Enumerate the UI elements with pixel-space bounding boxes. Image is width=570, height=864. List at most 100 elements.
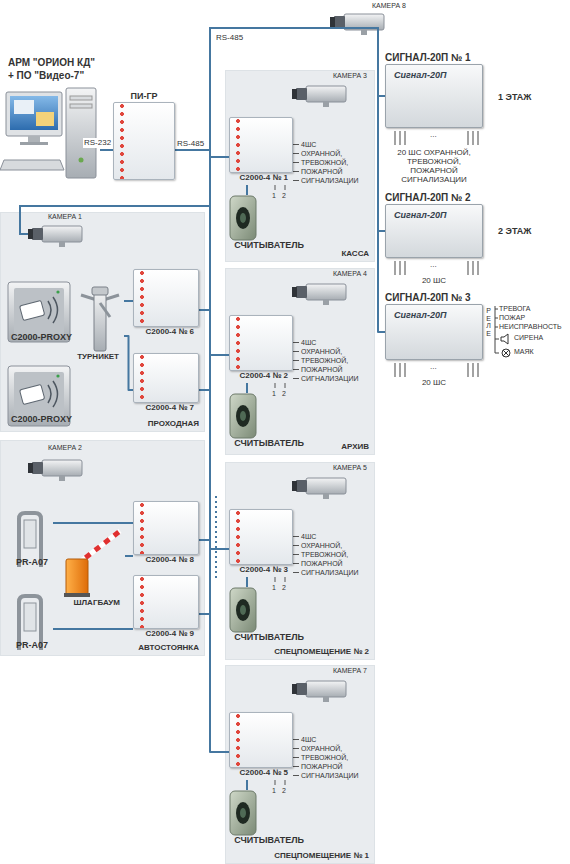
node-text: СИГНАЛ-20П № 2 <box>385 192 483 204</box>
device-face <box>133 575 199 629</box>
room-band: АРХИВ C2000-4 № 2 СЧИТЫВАТЕЛЬ <box>225 268 375 455</box>
bus-connector <box>175 28 385 332</box>
bus-connector <box>246 780 248 790</box>
zone-count: 20 ШС <box>385 276 483 285</box>
bus-connector <box>175 150 210 310</box>
turnstile-symbol <box>81 287 119 351</box>
gate-reader-symbol <box>19 596 41 650</box>
bus-connector <box>175 150 229 157</box>
reader-device: СЧИТЫВАТЕЛЬ <box>229 195 309 253</box>
terminal-number: 2 <box>282 787 286 795</box>
zone-ticks <box>395 363 478 377</box>
relay-output: ПОЖАР <box>499 314 525 322</box>
node-text: + ПО "Видео-7" <box>4 69 100 82</box>
bus-connector <box>246 383 248 393</box>
node-text: C2000-4 № 1 <box>240 173 289 183</box>
room-band: СПЕЦПОМЕЩЕНИЕ № 1 C2000-4 № 5 СЧИТЫВАТЕЛЬ <box>225 665 375 864</box>
camera-label: КАМЕРА 3 <box>333 72 367 80</box>
turnstile: ТУРНИКЕТ <box>79 284 124 364</box>
lamp-symbol <box>502 349 510 357</box>
bus-connector <box>124 300 133 302</box>
node-text: ПИ-ГР <box>113 90 175 102</box>
signal-panel: СИГНАЛ-20П № 1Сигнал-20П <box>385 52 483 128</box>
zone-ticks <box>395 131 478 145</box>
controller-box: C2000-4 № 9 <box>133 575 199 641</box>
reader-device: СЧИТЫВАТЕЛЬ <box>229 393 309 451</box>
node-text: C2000-4 № 8 <box>146 555 195 565</box>
signal-panel: СИГНАЛ-20П № 2Сигнал-20П <box>385 192 483 258</box>
camera-label: КАМЕРА 5 <box>333 464 367 472</box>
node-text: АРХИВ <box>341 442 369 452</box>
relay-output: МАЯК <box>514 348 534 356</box>
room-band: СПЕЦПОМЕЩЕНИЕ № 2C2000-4 № 3СЧИТЫВАТЕЛЬ <box>225 462 375 660</box>
node-text: C2000-PROXY <box>11 413 72 425</box>
node-text: PR-A07 <box>16 556 48 568</box>
bus-connector <box>125 555 133 557</box>
barrier: ШЛАГБАУМ <box>63 526 125 610</box>
relay-output: СИРЕНА <box>514 334 543 342</box>
bus-connector <box>100 149 113 151</box>
room-band: КАССАC2000-4 № 1СЧИТЫВАТЕЛЬ <box>225 70 375 262</box>
device-face: Сигнал-20П <box>385 204 483 258</box>
proxy-reader: C2000-PROXY <box>5 269 77 345</box>
device-face <box>229 117 293 173</box>
node-text: СЧИТЫВАТЕЛЬ <box>234 438 304 449</box>
node-text: СИГНАЛ-20П № 1 <box>385 52 483 64</box>
barrier-illustration <box>64 531 120 597</box>
node-text: ПРОХОДНАЯ <box>148 419 199 429</box>
proxy-reader: C2000-PROXY <box>5 353 77 427</box>
controller-box: C2000-4 № 2 <box>229 315 293 383</box>
bus-label: RS-485 <box>177 139 204 148</box>
camera-label: КАМЕРА 4 <box>333 270 367 278</box>
camera-symbol <box>330 14 384 35</box>
node-text: СЧИТЫВАТЕЛЬ <box>234 632 304 643</box>
device-face: Сигнал-20П <box>385 64 483 128</box>
node-text: C2000-4 № 3 <box>240 565 289 575</box>
controller-box: C2000-4 № 7 <box>133 353 199 415</box>
gate-reader: PR-A07 <box>9 581 53 653</box>
controller-box: C2000-4 № 3 <box>229 509 293 577</box>
camera-symbol <box>28 226 82 247</box>
bus-connector <box>246 577 248 587</box>
ellipsis: ... <box>430 260 437 269</box>
bus-connector <box>175 150 229 549</box>
terminal-number: 1 <box>272 787 276 795</box>
floor-label: 1 ЭТАЖ <box>498 92 531 102</box>
terminal-number: 1 <box>272 390 276 398</box>
signal-panel: СИГНАЛ-20П № 3Сигнал-20П <box>385 292 483 360</box>
bus-connector <box>175 150 229 355</box>
device-face <box>113 102 175 180</box>
zone-list: 4ШС ОХРАННОЙ, ТРЕВОЖНОЙ, ПОЖАРНОЙ СИГНАЛ… <box>301 140 359 185</box>
node-text: СПЕЦПОМЕЩЕНИЕ № 1 <box>274 851 369 861</box>
reader-device: СЧИТЫВАТЕЛЬ <box>229 587 309 645</box>
device-face: Сигнал-20П <box>385 304 483 360</box>
device-logo: Сигнал-20П <box>386 65 482 81</box>
controller-box: C2000-4 № 5 <box>229 712 293 780</box>
node-text: СЧИТЫВАТЕЛЬ <box>234 835 304 846</box>
bus-label: RS-232 <box>83 138 112 148</box>
bus-connector <box>175 150 210 390</box>
workstation: АРМ "ОРИОН КД"+ ПО "Видео-7" <box>4 56 100 186</box>
node-text: ШЛАГБАУМ <box>73 598 120 608</box>
interface-converter: ПИ-ГР <box>113 90 175 180</box>
node-text: C2000-PROXY <box>11 331 72 343</box>
relay-bracket <box>495 306 499 353</box>
device-logo: Сигнал-20П <box>386 305 482 321</box>
controller-box: C2000-4 № 6 <box>133 269 199 339</box>
bus-continuation <box>215 496 217 580</box>
relay-label: РЕЛЕ <box>485 307 492 338</box>
room-band: ПРОХОДНАЯ C2000-PROXY C2000-PROXY ТУРНИКЕТ C… <box>0 212 205 432</box>
node-text: C2000-4 № 7 <box>146 403 195 413</box>
ellipsis: ... <box>430 130 437 139</box>
bus-connector <box>175 28 385 231</box>
terminal-number: 1 <box>272 584 276 592</box>
camera-label: КАМЕРА 1 <box>48 213 82 221</box>
computer-illustration <box>0 88 96 178</box>
bus-connector <box>175 150 210 614</box>
node-text: C2000-4 № 9 <box>146 629 195 639</box>
node-text: C2000-4 № 6 <box>146 327 195 337</box>
bus-connector <box>53 628 133 630</box>
zone-ticks <box>395 261 478 275</box>
proxy-reader-symbol <box>8 366 70 426</box>
